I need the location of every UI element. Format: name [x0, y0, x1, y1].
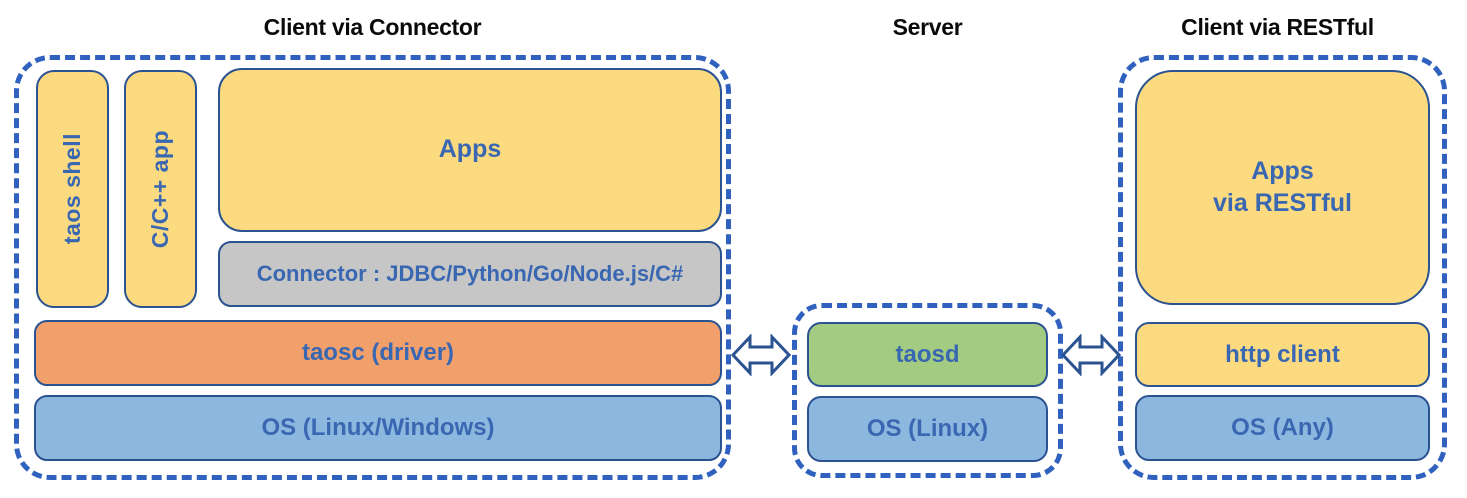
apps-via-restful-line2: via RESTful — [1213, 188, 1352, 217]
bidirectional-arrow-icon — [1061, 334, 1121, 376]
client-restful-group — [1118, 55, 1447, 480]
os-any-box: OS (Any) — [1135, 395, 1430, 461]
taosc-driver-box: taosc (driver) — [34, 320, 722, 386]
section-title-server: Server — [892, 14, 963, 40]
apps-label: Apps — [438, 135, 502, 164]
apps-via-restful-box: Apps via RESTful — [1135, 70, 1430, 305]
connector-label: Connector : JDBC/Python/Go/Node.js/C# — [256, 261, 684, 287]
http-client-label: http client — [1225, 340, 1340, 368]
apps-via-restful-label: Apps via RESTful — [1213, 156, 1352, 219]
bidirectional-arrow-icon — [731, 334, 791, 376]
os-linux-windows-box: OS (Linux/Windows) — [34, 395, 722, 461]
http-client-box: http client — [1135, 322, 1430, 387]
os-linux-label: OS (Linux) — [866, 415, 989, 442]
os-any-label: OS (Any) — [1231, 414, 1334, 441]
taosc-driver-label: taosc (driver) — [301, 339, 455, 366]
section-title-client-connector: Client via Connector — [263, 14, 482, 40]
os-linux-windows-label: OS (Linux/Windows) — [261, 414, 495, 441]
taos-shell-label: taos shell — [59, 133, 86, 245]
server-group — [792, 303, 1063, 478]
os-linux-box: OS (Linux) — [807, 396, 1048, 462]
apps-via-restful-line1: Apps — [1251, 157, 1314, 186]
taos-shell-box: taos shell — [36, 70, 109, 308]
taosd-label: taosd — [895, 340, 960, 368]
apps-box: Apps — [218, 68, 722, 232]
taosd-box: taosd — [807, 322, 1048, 387]
section-title-client-restful: Client via RESTful — [1181, 14, 1374, 40]
client-connector-group — [14, 55, 731, 480]
cpp-app-box: C/C++ app — [124, 70, 197, 308]
cpp-app-label: C/C++ app — [147, 129, 174, 249]
connector-box: Connector : JDBC/Python/Go/Node.js/C# — [218, 241, 722, 307]
